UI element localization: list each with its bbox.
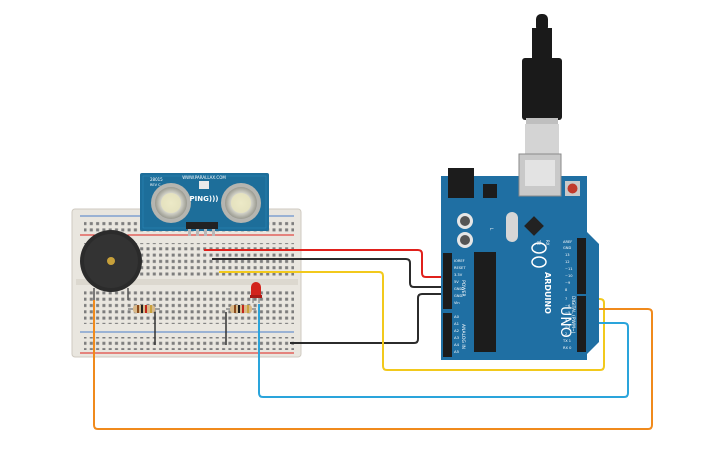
wire-blue-led[interactable] <box>258 304 629 398</box>
usb-cable[interactable] <box>522 14 562 154</box>
digital-pin-label: 8 <box>565 288 568 292</box>
digital-pin-label: RX 0 <box>563 346 572 350</box>
wire-black-gnd-2[interactable] <box>290 293 450 344</box>
red-led[interactable] <box>250 282 262 303</box>
digital-pin-label: ~6 <box>565 304 571 308</box>
sensor-url: WWW.PARALLAX.COM <box>182 175 226 180</box>
arduino-uno-board[interactable]: ARDUINO UNO POWER ANALOG IN DIGITAL (PWM… <box>441 153 599 360</box>
digital-pin-label: 12 <box>565 260 570 264</box>
wire-orange-buzzer[interactable] <box>93 300 653 430</box>
power-pin-label: GND <box>454 294 462 298</box>
sensor-model: PING))) <box>190 195 219 203</box>
digital-header-label: DIGITAL (PWM~) <box>570 296 576 334</box>
ping-ultrasonic-sensor[interactable]: WWW.PARALLAX.COM 28015 REV C PING))) <box>140 173 269 236</box>
power-pin-label: RESET <box>454 266 466 270</box>
analog-pin-label: A2 <box>454 328 460 333</box>
analog-header-label: ANALOG IN <box>460 324 466 349</box>
l-label: L <box>489 228 494 231</box>
digital-pin-label: ~5 <box>565 311 570 315</box>
digital-pin-label: ~9 <box>565 281 571 285</box>
analog-pin-label: A4 <box>454 342 460 347</box>
piezo-buzzer[interactable] <box>80 230 142 300</box>
wire-yellow-signal[interactable] <box>219 271 605 371</box>
analog-pin-label: A5 <box>454 349 460 354</box>
digital-pin-label: ~3 <box>565 325 570 329</box>
analog-pin-label: A3 <box>454 335 460 340</box>
arduino-brand: ARDUINO <box>543 272 552 314</box>
tx-label: TX <box>536 239 541 245</box>
arduino-logo-icon <box>531 242 547 268</box>
digital-pin-label: ~11 <box>565 267 573 271</box>
arduino-model: UNO <box>557 306 573 338</box>
power-pin-label: 5V <box>454 280 459 284</box>
power-pin-label: IOREF <box>454 259 465 263</box>
sensor-part: 28015 <box>150 177 163 182</box>
analog-pin-label: A0 <box>454 314 460 319</box>
gnd-label: GND <box>563 246 571 250</box>
digital-pin-label: 13 <box>565 253 570 257</box>
resistor-led[interactable] <box>225 305 256 345</box>
wire-red-5v[interactable] <box>204 249 450 278</box>
digital-pin-labels: 13 12 ~11 ~10 ~9 8 7 ~6 ~5 4 ~3 2 TX 1 R… <box>562 253 573 350</box>
digital-pin-label: 7 <box>565 297 567 301</box>
wire-black-gnd[interactable] <box>212 258 450 288</box>
analog-pin-label: A1 <box>454 321 460 326</box>
digital-pin-label: 2 <box>565 332 567 336</box>
rx-label: RX <box>545 240 550 246</box>
power-pin-labels: IOREF RESET 3.3V 5V GND GND Vin <box>454 259 466 305</box>
power-header-label: POWER <box>460 280 466 297</box>
digital-pin-label: 4 <box>565 318 568 322</box>
power-pin-label: 3.3V <box>454 273 463 277</box>
power-pin-label: GND <box>454 287 462 291</box>
digital-pin-label: TX 1 <box>562 339 571 343</box>
power-pin-label: Vin <box>454 301 460 305</box>
aref-label: AREF <box>563 240 572 244</box>
digital-pin-label: ~10 <box>565 274 573 278</box>
analog-pin-labels: A0 A1 A2 A3 A4 A5 <box>454 314 460 354</box>
resistor-buzzer[interactable] <box>128 305 160 345</box>
sensor-rev: REV C <box>150 183 161 187</box>
